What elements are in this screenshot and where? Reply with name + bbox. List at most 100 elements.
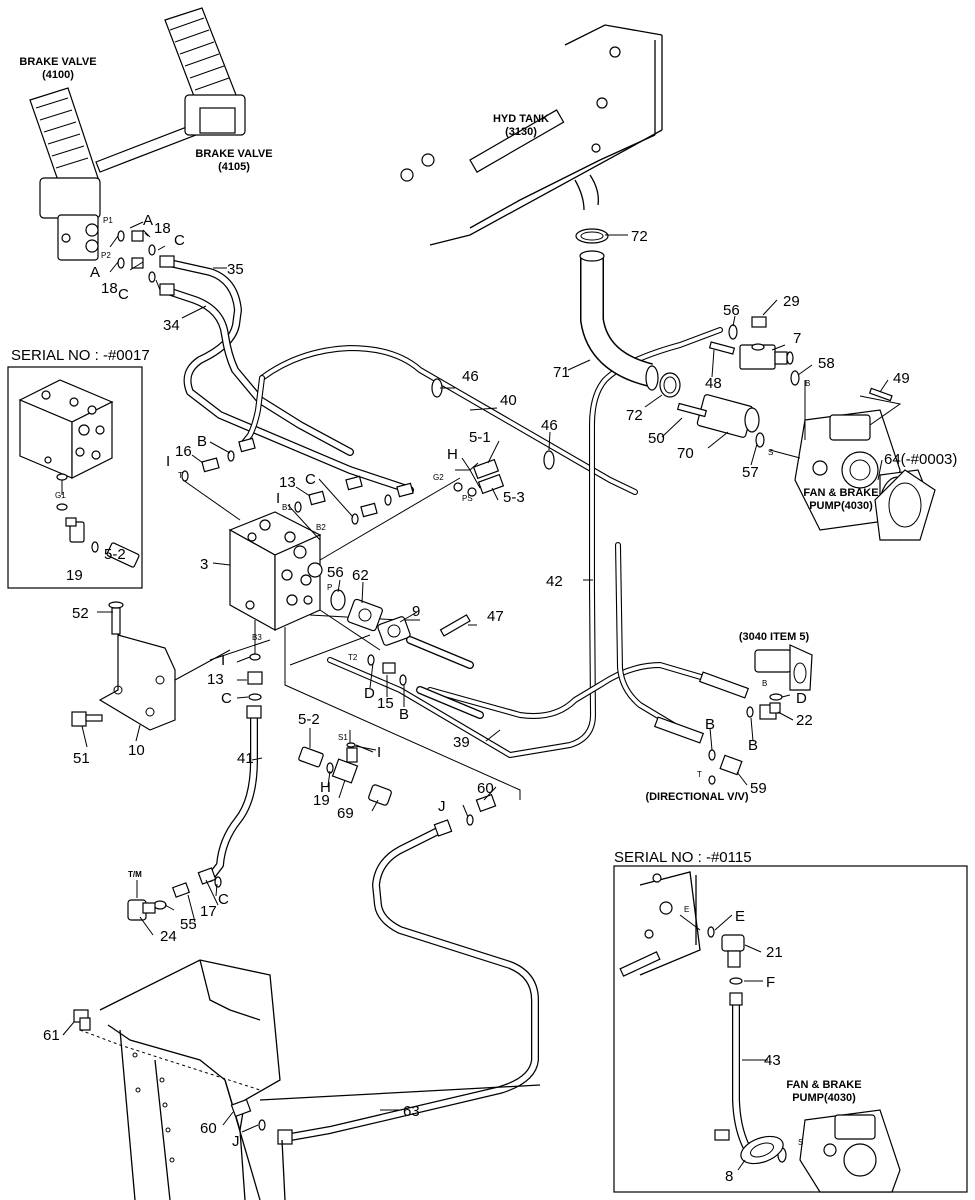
port-label-g2: G2	[433, 473, 444, 482]
callout-46a: 46	[462, 368, 479, 385]
clamp-72-top	[575, 228, 609, 244]
port-label-p1: P1	[103, 216, 113, 225]
clamp-8	[714, 1129, 784, 1165]
bolt-52	[108, 601, 124, 635]
tube-39	[427, 542, 748, 738]
callout-41: 41	[237, 750, 254, 767]
callout-17: 17	[200, 903, 217, 920]
callout-19a: 19	[66, 567, 83, 584]
hyd-tank	[400, 24, 663, 246]
callout-56a: 56	[723, 302, 740, 319]
fittings-17-24-55	[127, 867, 222, 921]
callout-63: 63	[403, 1103, 420, 1120]
inset-tank-wall	[619, 871, 715, 977]
letter-j2: J	[232, 1133, 240, 1150]
callout-5-1: 5-1	[469, 429, 491, 446]
letter-a1: A	[143, 212, 153, 229]
hose-63	[281, 826, 539, 1142]
callout-3: 3	[200, 556, 208, 573]
callout-61: 61	[43, 1027, 60, 1044]
callout-56b: 56	[327, 564, 344, 581]
letter-a2: A	[90, 264, 100, 281]
callout-5-2b: 5-2	[298, 711, 320, 728]
inset-serial-0115	[613, 865, 968, 1193]
hose-35	[161, 258, 414, 494]
inset-serial-0115-title: SERIAL NO : -#0115	[614, 849, 752, 866]
hyd-tank-caption-line1: HYD TANK	[493, 113, 549, 125]
brake-valve-4105-caption-line2: (4105)	[218, 161, 250, 173]
hose-34	[161, 286, 354, 456]
tube-40	[239, 345, 638, 495]
callout-18a: 18	[154, 220, 171, 237]
callout-10: 10	[128, 742, 145, 759]
port-label-e: E	[684, 905, 689, 914]
fitting-60-upper	[466, 793, 497, 826]
letter-e1: E	[735, 908, 745, 925]
port-label-s-inset: S	[798, 1138, 803, 1147]
port-label-g1: G1	[55, 491, 66, 500]
fan-brake-pump-caption-line2: PUMP(4030)	[809, 500, 873, 512]
fitting-70	[696, 394, 760, 438]
callout-13b: 13	[207, 671, 224, 688]
suction-pipe-71	[579, 250, 659, 391]
letter-b2: B	[399, 706, 409, 723]
callout-16: 16	[175, 443, 192, 460]
callout-48: 48	[705, 375, 722, 392]
fitting-60-lower	[230, 1098, 266, 1131]
brake-valve-4105-caption-line1: BRAKE VALVE	[195, 148, 272, 160]
clamp-46b	[543, 450, 555, 470]
port-label-b-3040: B	[762, 679, 767, 688]
fitting-13-lower	[247, 653, 263, 701]
callout-60b: 60	[200, 1120, 217, 1137]
port-label-b3: B3	[252, 633, 262, 642]
letter-b4: B	[748, 737, 758, 754]
callout-47: 47	[487, 608, 504, 625]
block-fittings	[181, 437, 414, 525]
callout-57: 57	[742, 464, 759, 481]
callout-40: 40	[500, 392, 517, 409]
letter-i3: I	[221, 652, 225, 669]
callout-55: 55	[180, 916, 197, 933]
callout-39: 39	[453, 734, 470, 751]
callout-8: 8	[725, 1168, 733, 1185]
fitting-15	[382, 662, 396, 674]
brake-valve-fittings	[117, 230, 156, 283]
inset-pump-caption-line1: FAN & BRAKE	[786, 1079, 861, 1091]
inset-valve-block	[18, 379, 140, 568]
letter-d2: D	[796, 690, 807, 707]
fitting-59	[708, 749, 743, 785]
callout-59: 59	[750, 780, 767, 797]
inset-pump	[777, 1109, 901, 1193]
callout-52: 52	[72, 605, 89, 622]
letter-c5: C	[218, 891, 229, 908]
valve-block-3	[228, 511, 323, 632]
callout-7: 7	[793, 330, 801, 347]
callout-42: 42	[546, 573, 563, 590]
callout-34: 34	[163, 317, 180, 334]
letter-h1: H	[447, 446, 458, 463]
brake-valve-4100-caption-line2: (4100)	[42, 69, 74, 81]
port-label-s1: S1	[338, 733, 348, 742]
brake-valve-4100-caption-line1: BRAKE VALVE	[19, 56, 96, 68]
callout-49: 49	[893, 370, 910, 387]
inset-pump-caption-line2: PUMP(4030)	[792, 1092, 856, 1104]
callout-35: 35	[227, 261, 244, 278]
fitting-7	[739, 344, 794, 370]
callout-9: 9	[412, 603, 420, 620]
clamp-72-lower	[659, 372, 681, 398]
callout-58: 58	[818, 355, 835, 372]
fan-brake-pump-caption-line1: FAN & BRAKE	[803, 487, 878, 499]
callout-70: 70	[677, 445, 694, 462]
elbow-21	[721, 934, 745, 985]
callout-64: 64(-#0003)	[884, 451, 957, 468]
fitting-61	[73, 1009, 91, 1031]
letter-i4: I	[377, 744, 381, 761]
letter-c1: C	[174, 232, 185, 249]
bolt-51	[71, 711, 103, 727]
brake-valve-pedals	[29, 7, 246, 261]
callout-72b: 72	[626, 407, 643, 424]
callout-50: 50	[648, 430, 665, 447]
item-3040-caption: (3040 ITEM 5)	[739, 631, 810, 643]
bracket-10	[98, 630, 231, 731]
